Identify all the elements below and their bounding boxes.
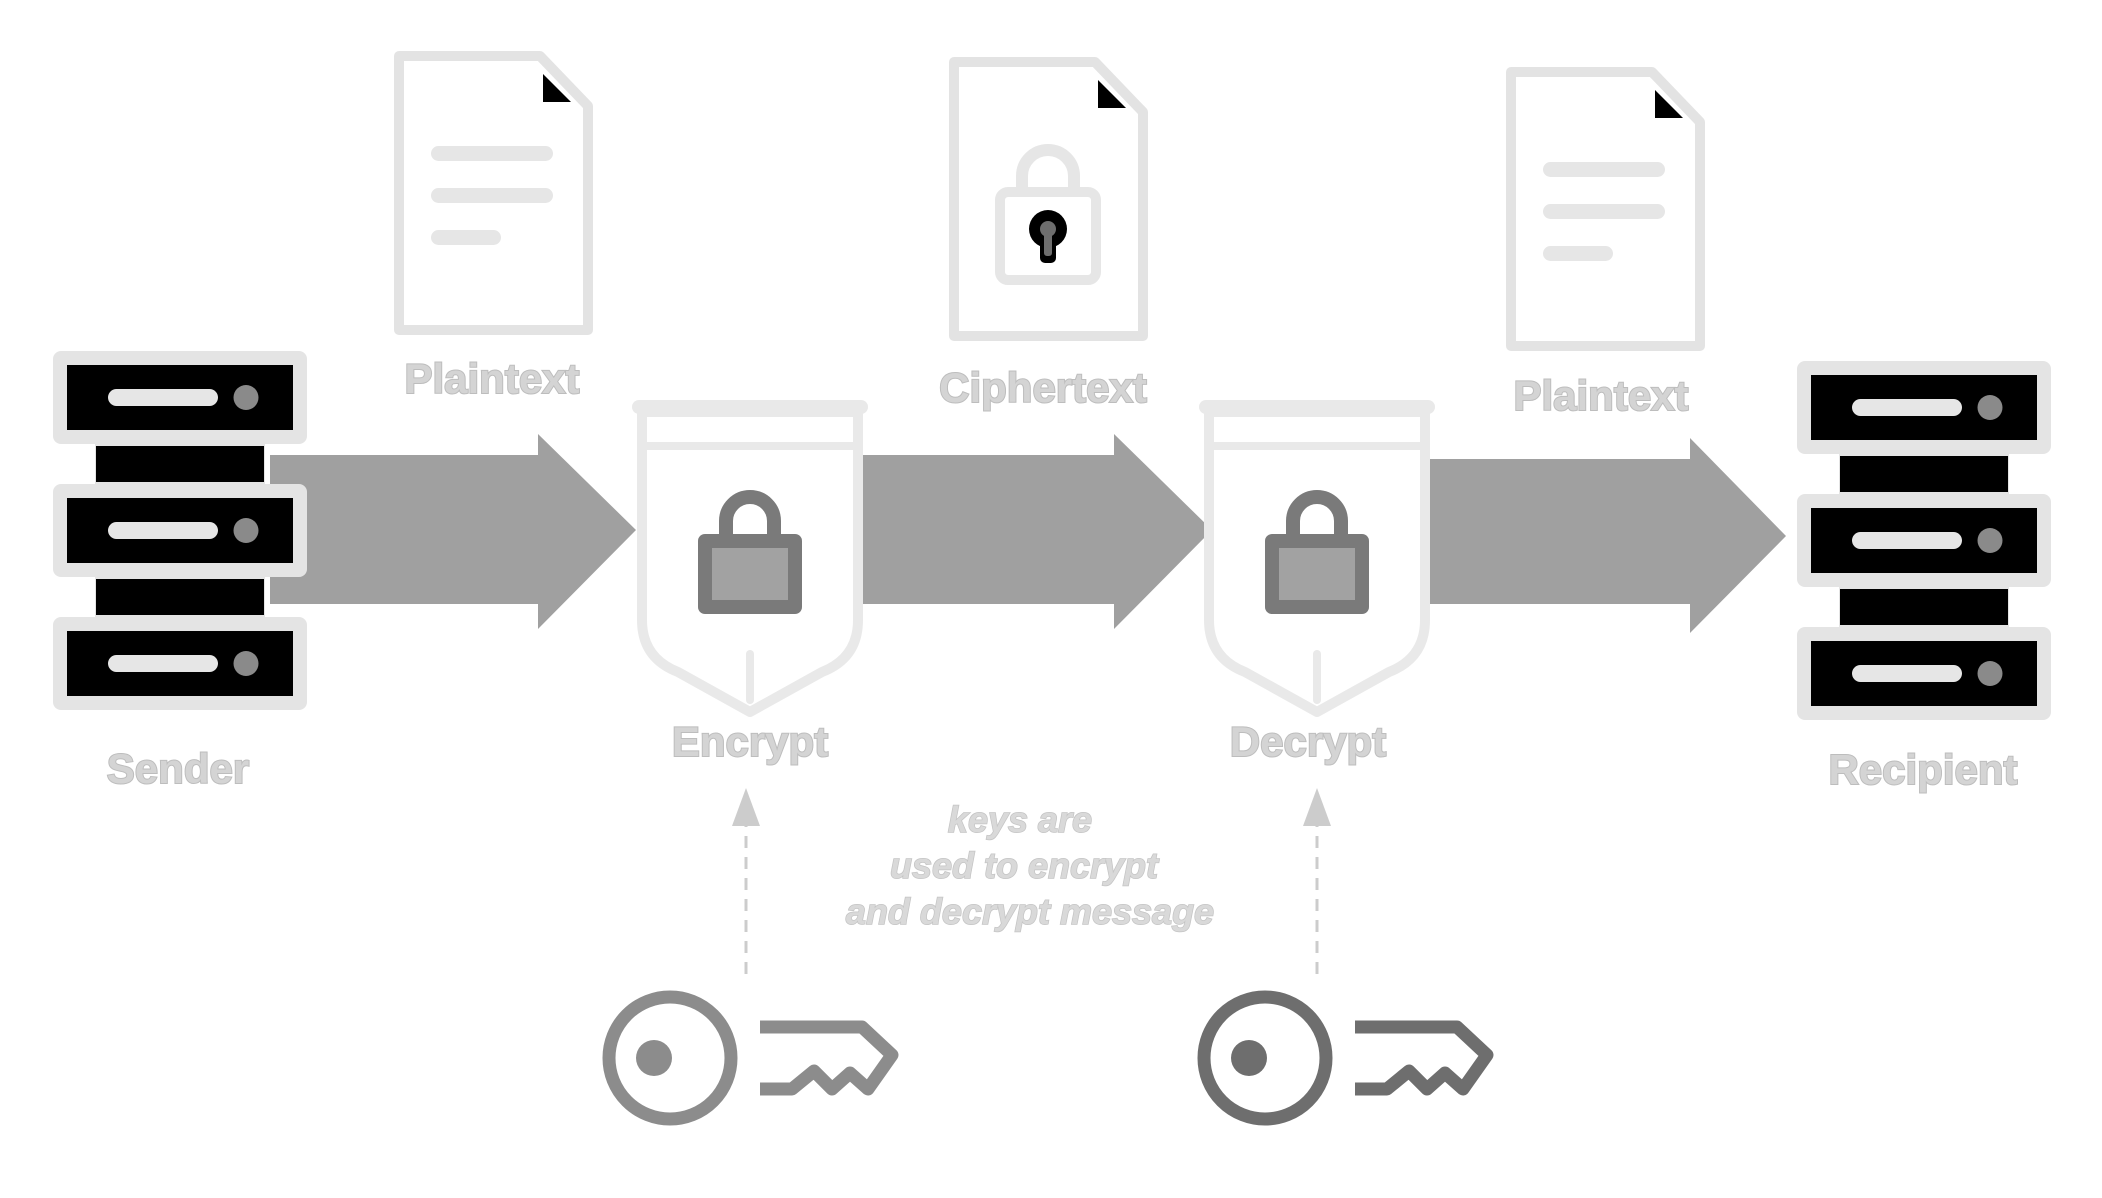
plaintext-document-icon bbox=[399, 56, 588, 330]
sender-server-icon bbox=[53, 351, 307, 710]
encrypt-shield-lock-icon bbox=[632, 400, 868, 712]
encrypt-key-icon bbox=[609, 997, 892, 1119]
decrypt-key-arrow bbox=[1303, 788, 1331, 974]
ciphertext-locked-document-icon bbox=[949, 57, 1148, 341]
flow-arrow-3 bbox=[1420, 438, 1786, 633]
decrypt-label: Decrypt bbox=[1230, 718, 1386, 765]
plaintext-output-label: Plaintext bbox=[1513, 372, 1688, 419]
encrypt-key-arrow bbox=[732, 788, 760, 974]
sender-label: Sender bbox=[107, 745, 249, 792]
keys-note-line-2: used to encrypt bbox=[890, 845, 1160, 886]
flow-arrow-2 bbox=[856, 434, 1212, 629]
decrypt-key-icon bbox=[1204, 997, 1487, 1119]
flow-arrow-1 bbox=[270, 434, 636, 629]
plaintext-output-document-icon bbox=[1511, 72, 1700, 346]
recipient-label: Recipient bbox=[1828, 746, 2017, 793]
keys-note-line-1: keys are bbox=[948, 799, 1092, 840]
encrypt-label: Encrypt bbox=[672, 718, 828, 765]
decrypt-shield-lock-icon bbox=[1199, 400, 1435, 712]
recipient-server-icon bbox=[1797, 361, 2051, 720]
keys-note: keys are used to encrypt and decrypt mes… bbox=[845, 798, 1215, 933]
keys-note-line-3: and decrypt message bbox=[846, 891, 1214, 932]
ciphertext-label: Ciphertext bbox=[939, 364, 1147, 411]
plaintext-input-label: Plaintext bbox=[404, 355, 579, 402]
